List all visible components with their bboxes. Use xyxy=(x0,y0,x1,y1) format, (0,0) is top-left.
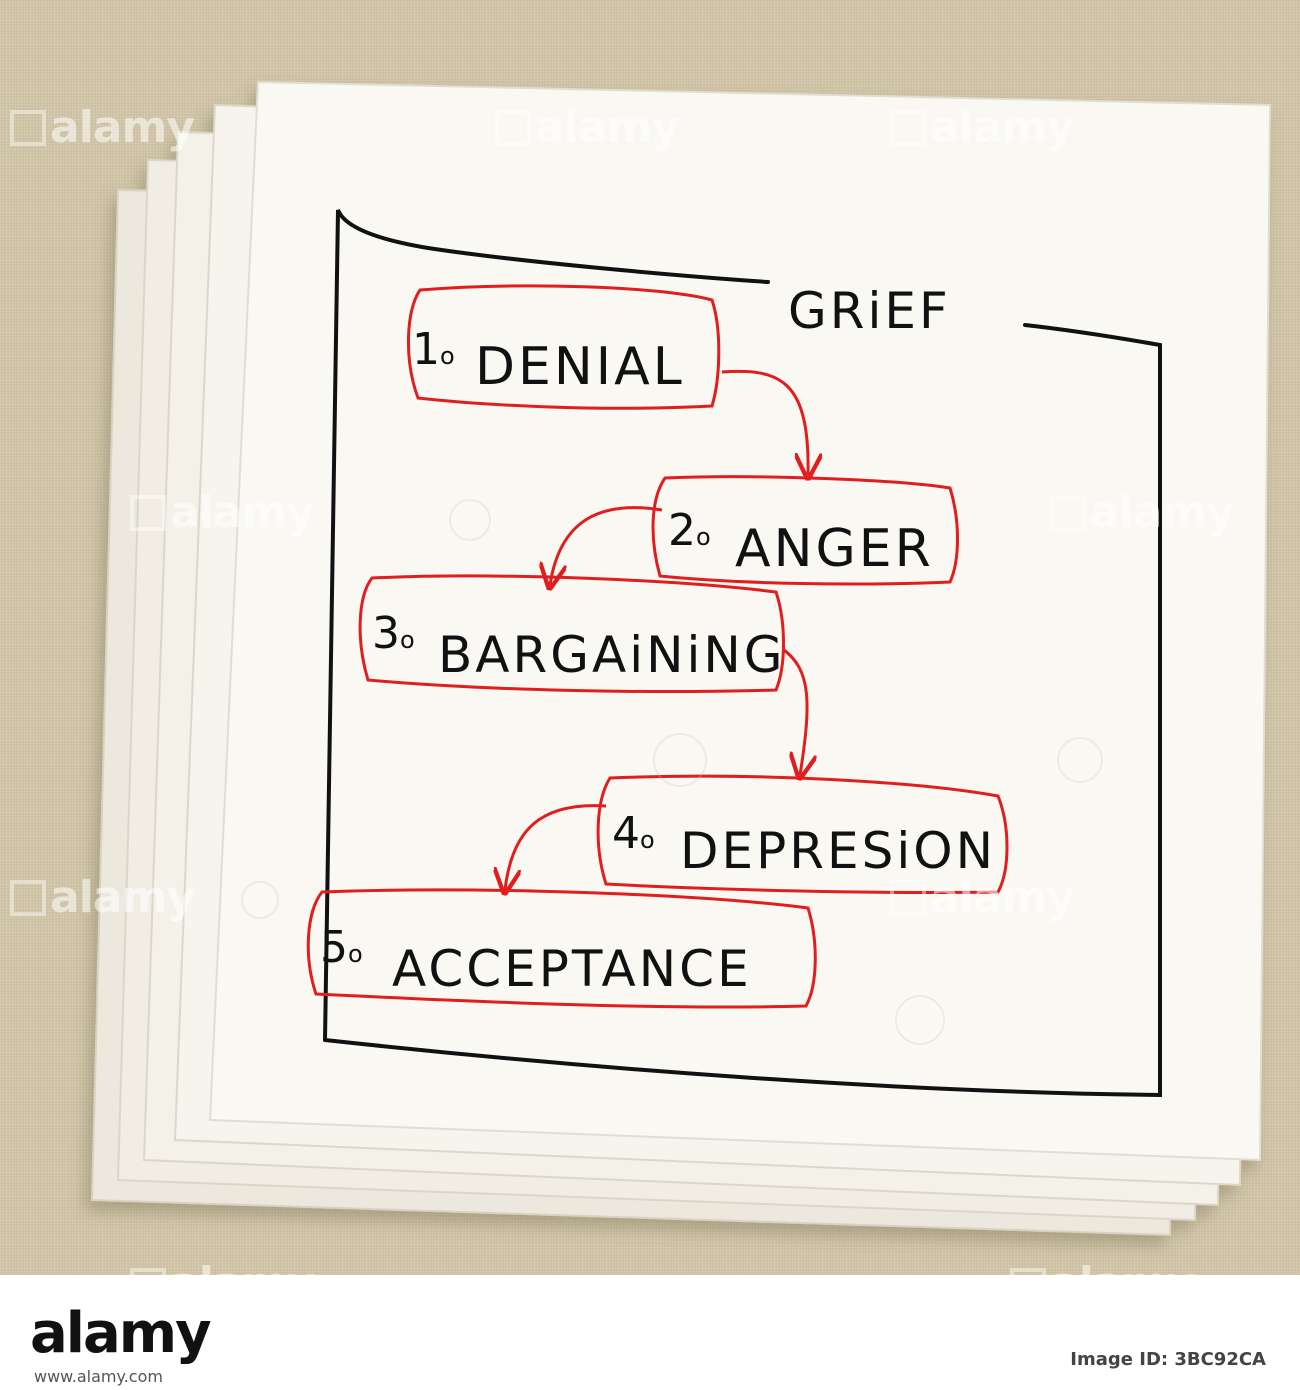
watermark-mark xyxy=(495,110,531,146)
watermark-mark xyxy=(130,1268,166,1275)
watermark-mark xyxy=(10,880,46,916)
stage-1: 1o DENIAL xyxy=(406,284,721,410)
watermark-mark xyxy=(890,110,926,146)
watermark-mark xyxy=(10,110,46,146)
watermark: alamy xyxy=(50,102,195,153)
stage-5-number: 5o xyxy=(320,922,363,973)
watermark-mark xyxy=(130,495,166,531)
footer-image-id: Image ID: 3BC92CA xyxy=(1070,1349,1266,1370)
watermark-mark xyxy=(890,880,926,916)
footer-url[interactable]: www.alamy.com xyxy=(34,1367,163,1386)
stage-1-number: 1o xyxy=(412,324,455,375)
watermark: alamy xyxy=(50,872,195,923)
stage-2-label: ANGER xyxy=(735,519,934,579)
arrow-1-2 xyxy=(721,369,808,475)
stage-4: 4o DEPRESiON xyxy=(596,774,1009,895)
arrow-4-5 xyxy=(505,804,607,890)
arrow-2-3 xyxy=(550,506,663,585)
watermark: alamy xyxy=(535,102,680,153)
stage-3: 3o BARGAiNiNG xyxy=(358,574,786,694)
napkin-title: GRiEF xyxy=(788,282,951,340)
photo: GRiEF 1o DENIAL 2o ANGER 3o BARGAiNiNG 4… xyxy=(0,0,1300,1275)
arrow-3-4 xyxy=(783,648,807,775)
watermark-mark xyxy=(1010,1268,1046,1275)
watermark: alamy xyxy=(170,487,315,538)
stage-1-label: DENIAL xyxy=(475,337,685,397)
watermark: alamy xyxy=(930,872,1075,923)
watermark: alamy xyxy=(1050,1258,1195,1275)
watermark: alamy xyxy=(930,102,1075,153)
stage-5: 5o ACCEPTANCE xyxy=(306,888,817,1009)
watermark-mark xyxy=(1050,495,1086,531)
arrows xyxy=(505,369,808,890)
watermark: alamy xyxy=(170,1258,315,1275)
watermark: alamy xyxy=(1090,487,1235,538)
footer-bar: alamy www.alamy.com Image ID: 3BC92CA xyxy=(0,1275,1300,1390)
stage-3-label: BARGAiNiNG xyxy=(438,626,786,684)
black-frame xyxy=(323,209,1164,1098)
stage-5-label: ACCEPTANCE xyxy=(392,940,752,998)
emboss-pattern xyxy=(241,499,1103,1045)
footer-logo[interactable]: alamy xyxy=(30,1301,212,1366)
stage-4-label: DEPRESiON xyxy=(680,822,996,880)
napkin-scene: GRiEF 1o DENIAL 2o ANGER 3o BARGAiNiNG 4… xyxy=(90,80,1272,1237)
stage-2: 2o ANGER xyxy=(651,475,959,586)
